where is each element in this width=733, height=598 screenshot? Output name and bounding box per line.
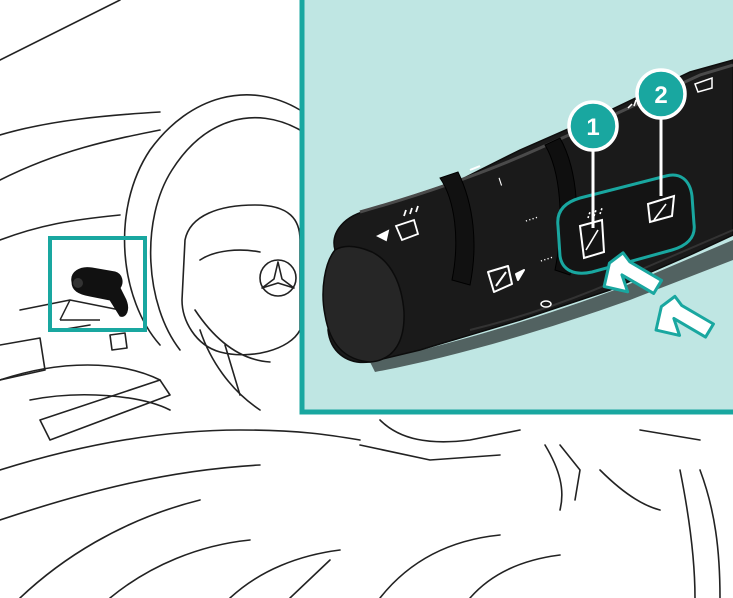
press-arrow-icon: [654, 294, 715, 339]
callout-1: 1: [567, 100, 619, 152]
windshield-washer-icon: [375, 205, 420, 242]
callout-2-label: 2: [654, 82, 667, 109]
dot-mark-upper: ....: [522, 208, 539, 225]
rear-wiper-button[interactable]: [646, 194, 676, 224]
wiper-stalk: [327, 59, 733, 364]
interval-mark: I: [497, 175, 504, 188]
press-arrow-icon: [602, 251, 664, 295]
callout-1-label: 1: [586, 114, 599, 141]
stalk-detail-inset: I .... ....: [299, 0, 733, 415]
front-wiper-icon: [487, 265, 525, 293]
steering-wheel-rim: [123, 94, 301, 346]
rear-wiper-washer-button[interactable]: [578, 207, 606, 260]
dot-mark-lower: ....: [537, 248, 554, 265]
callout-2: 2: [635, 68, 687, 120]
stalk-location-highlight: [48, 236, 147, 332]
brand-logo: [259, 259, 297, 297]
